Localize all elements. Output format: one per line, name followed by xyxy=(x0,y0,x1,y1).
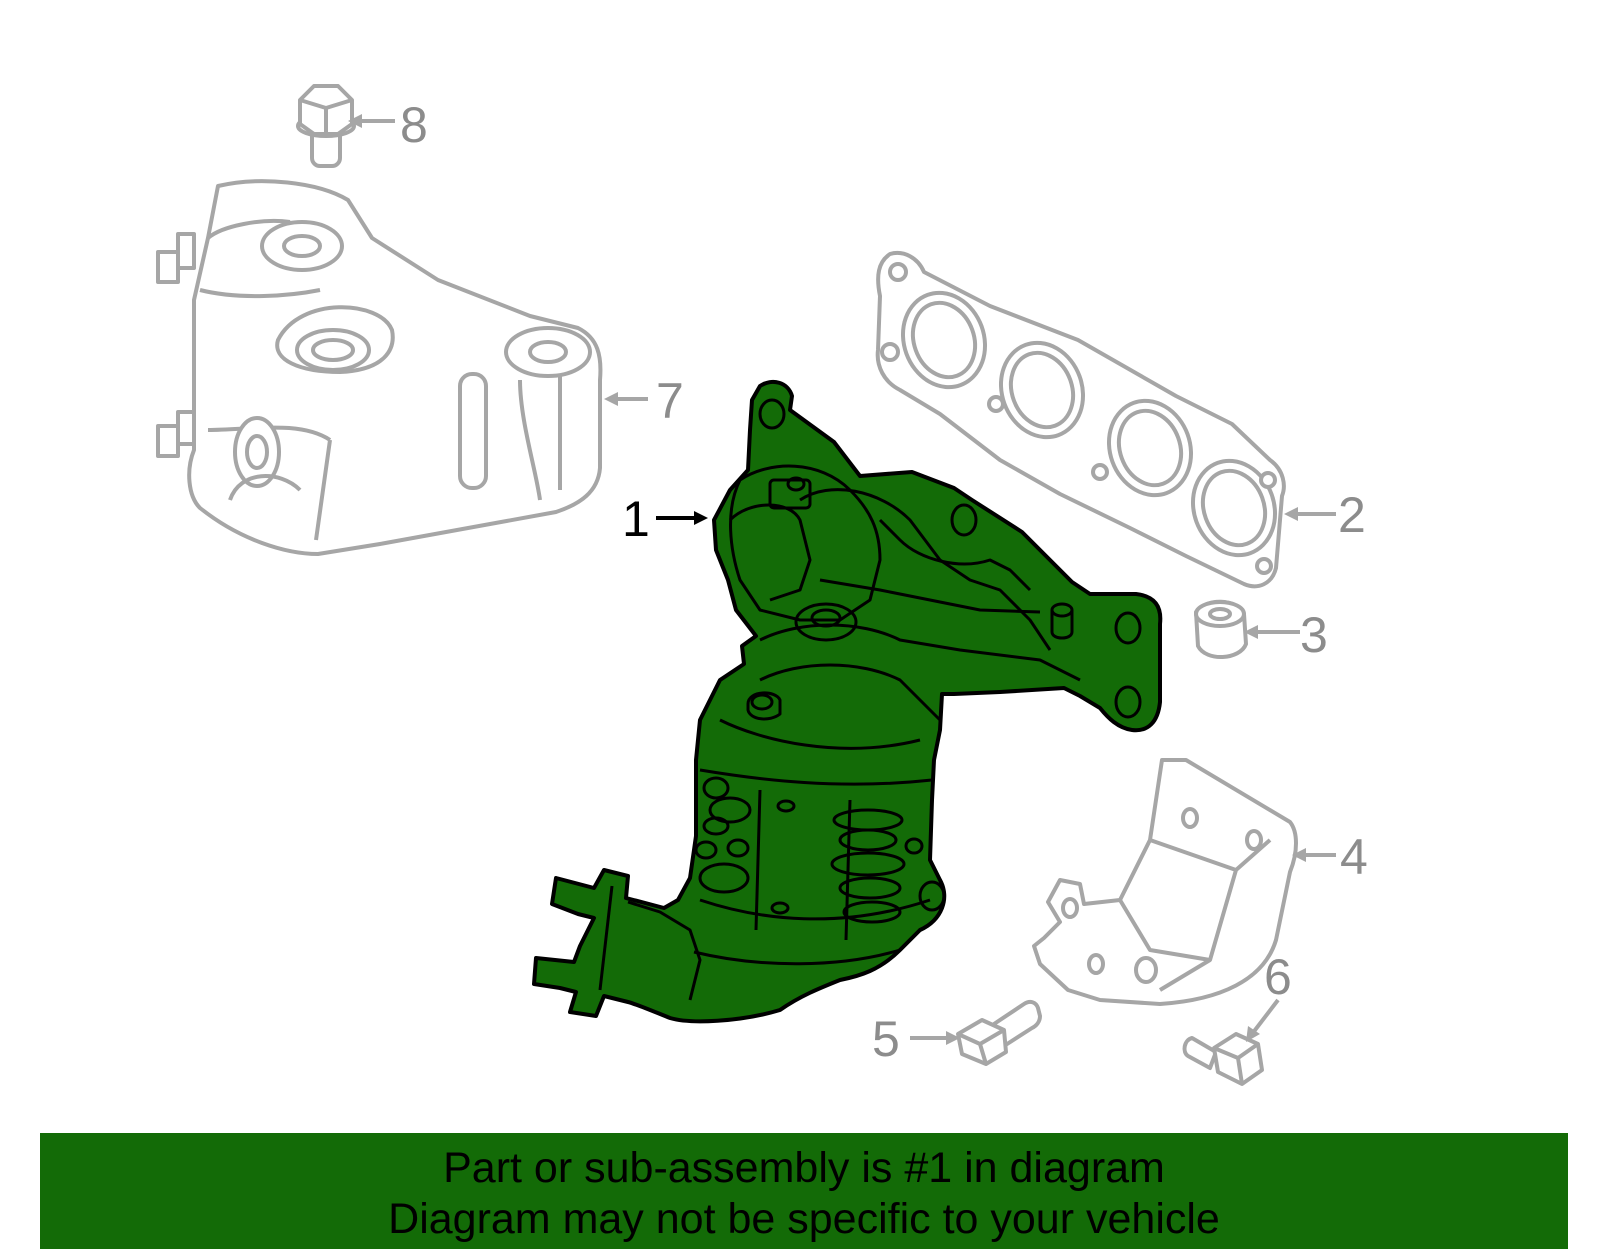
leader-arrows xyxy=(348,114,1336,1045)
callout-1: 1 xyxy=(622,491,650,547)
callout-3: 3 xyxy=(1300,607,1328,663)
bolt-part-6[interactable] xyxy=(1182,1032,1264,1086)
bolt-part-5[interactable] xyxy=(956,999,1042,1066)
info-banner: Part or sub-assembly is #1 in diagram Di… xyxy=(40,1133,1568,1249)
banner-line-2: Diagram may not be specific to your vehi… xyxy=(388,1195,1220,1243)
callout-2: 2 xyxy=(1338,487,1366,543)
callout-7: 7 xyxy=(656,373,684,429)
exhaust-manifold-part-1[interactable] xyxy=(532,379,1163,1024)
gasket-part-2[interactable] xyxy=(875,251,1288,589)
callout-8: 8 xyxy=(400,97,428,153)
nut-part-3[interactable] xyxy=(1194,599,1248,660)
bracket-part-4[interactable] xyxy=(1032,758,1298,1006)
heat-shield-part-7[interactable] xyxy=(156,179,603,556)
bolt-part-8[interactable] xyxy=(296,84,356,168)
banner-line-1: Part or sub-assembly is #1 in diagram xyxy=(443,1144,1165,1192)
callout-6: 6 xyxy=(1264,949,1292,1005)
callout-4: 4 xyxy=(1340,829,1368,885)
callout-5: 5 xyxy=(872,1011,900,1067)
